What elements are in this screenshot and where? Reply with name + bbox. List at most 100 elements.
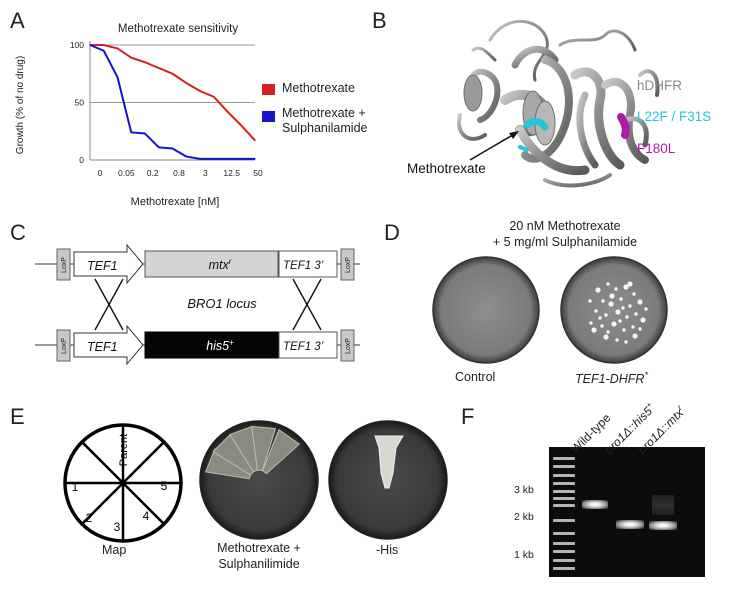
colony (601, 299, 605, 303)
mutation-f180l-marker (617, 113, 630, 139)
colony (619, 297, 623, 301)
panel-e-plates: Parent 1 2 3 4 5 (63, 420, 448, 543)
series-1-point (254, 139, 256, 142)
ligand-arrowhead (509, 131, 519, 139)
panel-letter-a: A (10, 8, 25, 33)
legend-combo-line2: Sulphanilamide (282, 121, 368, 135)
colony (609, 293, 615, 299)
ladder-band (553, 550, 575, 553)
colony (621, 306, 625, 310)
colony (615, 309, 621, 315)
gel-marker-3kb: 3 kb (514, 484, 534, 496)
plate-tef1-dhfr-label-sup: * (644, 370, 648, 380)
map-label-2: 2 (86, 511, 93, 525)
series-2-point (103, 50, 105, 52)
svg-text:mtxr: mtxr (209, 257, 232, 272)
svg-text:LoxP: LoxP (61, 257, 68, 273)
tef1-promoter-top: TEF1 (73, 243, 144, 285)
chart-title: Methotrexate sensitivity (118, 23, 238, 35)
svg-text:LoxP: LoxP (345, 257, 352, 273)
svg-text:his5+: his5+ (206, 338, 234, 353)
plate-control (432, 256, 540, 364)
ladder-band (553, 482, 575, 485)
plate-tef1-dhfr-label: TEF1-DHFR* (575, 370, 648, 386)
map-label-1: 1 (72, 480, 79, 494)
plates-d-title-line1: 20 nM Methotrexate (509, 219, 621, 233)
tef1-terminator-bottom: TEF1 3’ (278, 331, 338, 359)
colony (611, 321, 617, 327)
plate-minus-his (328, 420, 448, 540)
tef1-terminator-top: TEF1 3’ (278, 250, 338, 278)
series-2-point (240, 158, 242, 160)
series-1-point (199, 90, 201, 92)
map-label-parent: Parent (118, 434, 130, 466)
svg-text:TEF1 3’: TEF1 3’ (283, 341, 324, 353)
series-1-point (103, 44, 105, 46)
svg-text:TEF1 3’: TEF1 3’ (283, 260, 324, 272)
plate-tef1-dhfr (560, 256, 668, 364)
x-tick-label: 12.5 (223, 168, 240, 178)
map-divider (122, 441, 165, 484)
his5-gene-box: his5+ (144, 331, 279, 359)
ladder-band (553, 504, 575, 507)
plate-map-label: Map (102, 543, 127, 557)
panel-a-chart: Methotrexate sensitivity Growth (% of no… (15, 23, 263, 208)
ladder-band (553, 490, 575, 493)
legend-label-combo: Methotrexate + Sulphanilamide (282, 106, 367, 136)
series-2-point (130, 131, 132, 133)
colony (600, 324, 604, 328)
colony (606, 330, 610, 334)
streak-5 (261, 429, 301, 475)
ligand-arrow (469, 132, 517, 161)
ladder-band (553, 474, 575, 477)
plates-d-title-line2: + 5 mg/ml Sulphanilamide (492, 235, 638, 249)
band-wild-type (582, 500, 608, 509)
streak-his-parent (374, 435, 404, 489)
x-tick-label: 0.8 (173, 168, 185, 178)
colony (604, 313, 608, 317)
svg-text:TEF1: TEF1 (87, 259, 118, 273)
colony (637, 299, 643, 305)
colony (608, 301, 614, 307)
colony (594, 309, 598, 313)
colony (606, 282, 610, 286)
plate-methotrexate-sulphanilimide (199, 420, 319, 540)
legend-swatch-methotrexate (262, 84, 275, 95)
colony (618, 319, 622, 323)
series-2-point (144, 132, 146, 135)
x-tick-label: 3 (203, 168, 208, 178)
colony (624, 340, 628, 344)
colony (615, 338, 619, 342)
legend-label-methotrexate: Methotrexate (282, 81, 355, 95)
panel-c-diagram: LoxP TEF1 mtxr TEF1 3’ LoxP BRO1 locus L… (35, 243, 360, 366)
series-1-point (226, 111, 229, 113)
chart-axes (89, 41, 255, 161)
map-label-3: 3 (114, 520, 121, 534)
loxp-box-top-left: LoxP (56, 248, 71, 281)
plate-methotrexate-label: Methotrexate + Sulphanilimide (189, 540, 329, 572)
crossover-right-b (292, 278, 322, 331)
ladder-band (553, 465, 575, 468)
colony (588, 299, 592, 303)
ladder-band (553, 519, 575, 522)
svg-text:LoxP: LoxP (345, 338, 352, 354)
series-2-point (199, 158, 201, 160)
y-tick-label: 0 (79, 155, 84, 165)
smear-mtx (652, 495, 674, 515)
y-tick-label: 50 (75, 98, 85, 108)
colony (589, 321, 593, 325)
crossover-left-b (94, 278, 124, 331)
plate-control-label: Control (455, 370, 496, 384)
colony (632, 333, 638, 339)
colony (628, 304, 632, 308)
series-1-point (185, 82, 187, 84)
colony (644, 307, 648, 311)
ladder-band (553, 457, 575, 460)
svg-text:TEF1: TEF1 (87, 340, 118, 354)
series-line-2 (89, 44, 255, 160)
colony (632, 292, 636, 296)
x-tick-label: 0.05 (118, 168, 135, 178)
legend-combo-line1: Methotrexate + (282, 106, 366, 120)
plate-map: Parent 1 2 3 4 5 (63, 423, 183, 543)
map-divider (81, 441, 124, 484)
